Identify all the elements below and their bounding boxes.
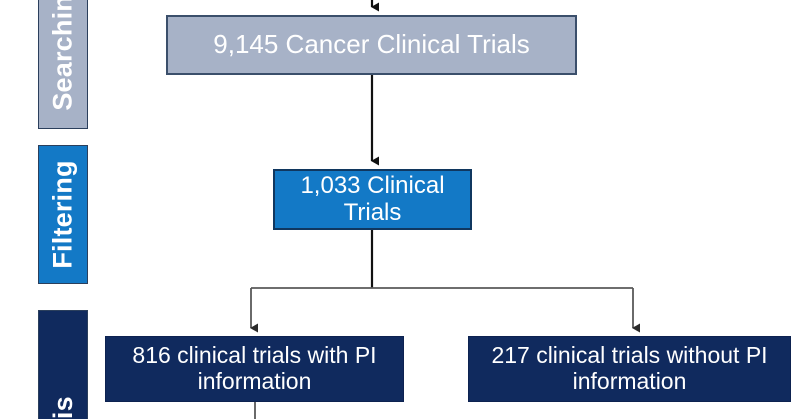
stage-label-filtering: Filtering	[47, 160, 78, 269]
node-filtered-clinical-trials: 1,033 Clinical Trials	[273, 169, 472, 230]
node-with-pi-label: 816 clinical trials with PI information	[132, 342, 377, 394]
node-filtered-label: 1,033 Clinical Trials	[300, 171, 445, 226]
node-trials-with-pi-information: 816 clinical trials with PI information	[105, 336, 404, 402]
stage-bar-filtering: Filtering	[38, 145, 88, 284]
node-without-pi-label: 217 clinical trials without PI informati…	[491, 342, 768, 394]
node-trials-without-pi-information: 217 clinical trials without PI informati…	[468, 336, 791, 402]
node-total-label: 9,145 Cancer Clinical Trials	[213, 29, 530, 60]
stage-label-searching: Searching	[47, 0, 78, 111]
stage-label-analysis: Analysis	[48, 396, 79, 419]
node-total-cancer-clinical-trials: 9,145 Cancer Clinical Trials	[166, 15, 577, 75]
stage-bar-analysis: Analysis	[38, 310, 88, 419]
stage-bar-searching: Searching	[38, 0, 88, 129]
